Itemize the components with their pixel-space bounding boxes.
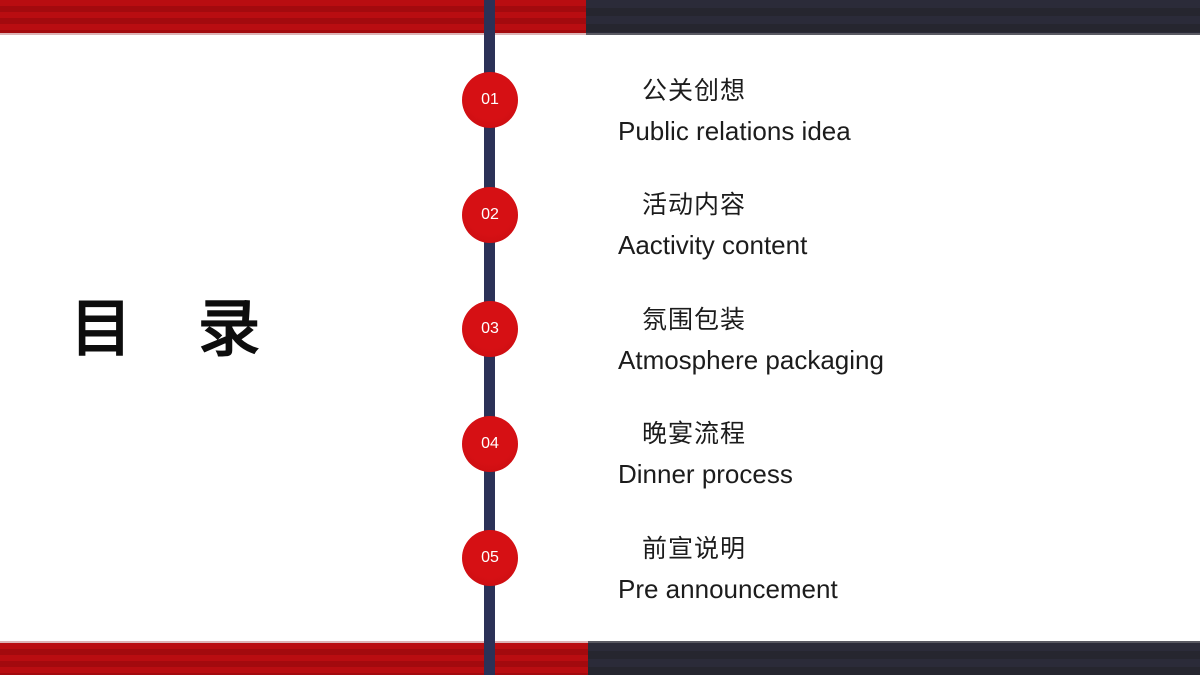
bottom-red-bar (0, 641, 588, 675)
timeline-node-01: 01 (462, 72, 518, 128)
toc-item-title-zh: 前宣说明 (642, 535, 747, 563)
toc-item-title-en: Aactivity content (618, 230, 808, 260)
toc-item-dinner-process: 晚宴流程 Dinner process (618, 417, 1078, 491)
timeline-node-03: 03 (462, 301, 518, 357)
toc-item-title-en: Atmosphere packaging (618, 345, 884, 375)
top-red-bar (0, 0, 586, 35)
toc-item-activity-content: 活动内容 Aactivity content (618, 188, 1078, 262)
timeline-node-02: 02 (462, 187, 518, 243)
toc-item-title-zh: 活动内容 (642, 191, 747, 219)
timeline-node-04: 04 (462, 416, 518, 472)
toc-item-public-relations-idea: 公关创想 Public relations idea (618, 74, 1078, 148)
toc-item-title-en: Public relations idea (618, 116, 851, 146)
node-number: 03 (481, 320, 499, 337)
page-title: 目 录 (70, 295, 263, 364)
toc-item-title-zh: 氛围包装 (642, 306, 747, 334)
bottom-navy-bar (588, 641, 1200, 675)
toc-item-title-zh: 晚宴流程 (642, 420, 747, 448)
toc-item-title-zh: 公关创想 (642, 77, 747, 105)
top-navy-bar (586, 0, 1200, 35)
node-number: 04 (481, 435, 499, 452)
node-number: 02 (481, 206, 499, 223)
toc-item-title-en: Dinner process (618, 459, 793, 489)
timeline-node-05: 05 (462, 530, 518, 586)
node-number: 01 (481, 91, 499, 108)
toc-item-title-en: Pre announcement (618, 574, 838, 604)
node-number: 05 (481, 549, 499, 566)
toc-item-pre-announcement: 前宣说明 Pre announcement (618, 532, 1078, 606)
toc-item-atmosphere-packaging: 氛围包装 Atmosphere packaging (618, 303, 1078, 377)
